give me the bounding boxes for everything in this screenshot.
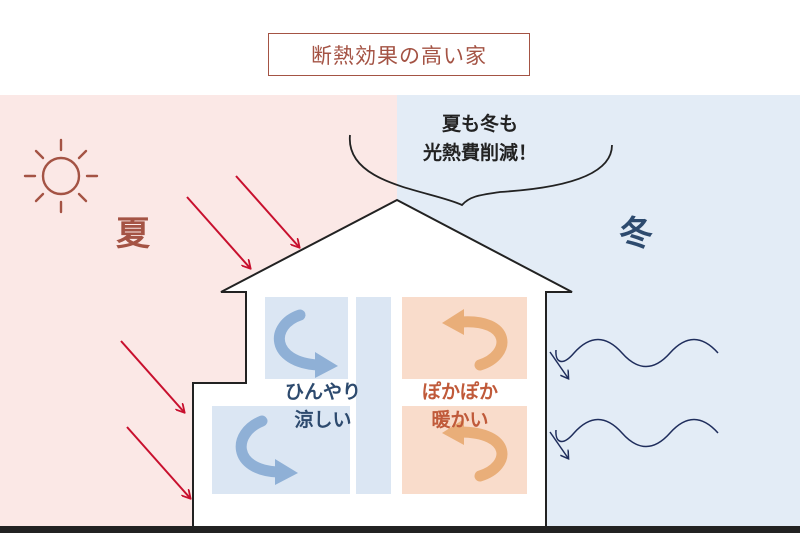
speech-bubble-text: 夏も冬も 光熱費削減！ bbox=[400, 110, 560, 168]
center-wall-column bbox=[356, 297, 391, 494]
warm-room-label-line1: ぽかぽか bbox=[421, 381, 498, 403]
cold-wind-icon bbox=[549, 338, 719, 459]
ground-line bbox=[0, 526, 800, 533]
warm-room-label-line2: 暖かい bbox=[431, 409, 489, 431]
cool-room-label-line2: 涼しい bbox=[294, 409, 352, 431]
page-title: 断熱効果の高い家 bbox=[268, 33, 530, 76]
sunlight-arrow-icon bbox=[120, 175, 299, 498]
cool-air-circulation-icon bbox=[235, 309, 338, 485]
cool-room-label-line1: ひんやり bbox=[284, 381, 361, 403]
warm-room-label: ぽかぽか 暖かい bbox=[400, 378, 520, 434]
speech-bubble-line2: 光熱費削減！ bbox=[422, 142, 537, 164]
cool-room-label: ひんやり 涼しい bbox=[263, 378, 383, 434]
warm-air-circulation-icon bbox=[442, 309, 508, 482]
speech-bubble-line1: 夏も冬も bbox=[441, 113, 518, 135]
winter-label: 冬 bbox=[619, 214, 653, 254]
summer-label: 夏 bbox=[116, 214, 150, 254]
speech-bubble bbox=[349, 134, 613, 207]
warm-room-upper bbox=[402, 297, 527, 379]
sun-icon bbox=[23, 138, 99, 214]
